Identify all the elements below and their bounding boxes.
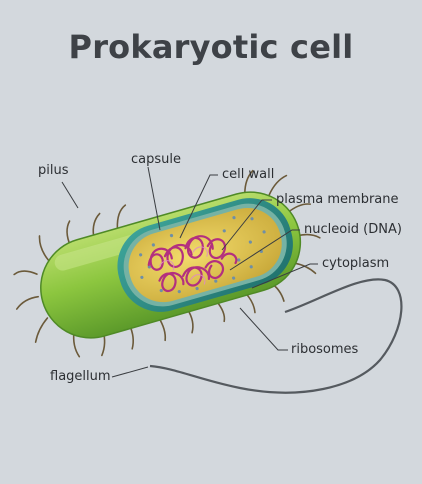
label-nucleoid: nucleoid (DNA) (304, 222, 402, 237)
label-pilus: pilus (38, 163, 69, 178)
label-plasma-membrane: plasma membrane (276, 192, 399, 207)
diagram-title: Prokaryotic cell (68, 28, 354, 66)
label-capsule: capsule (131, 152, 181, 167)
nucleoid-dna (147, 235, 238, 293)
cell-body (13, 169, 321, 358)
ribosome-dots (139, 216, 266, 294)
cytoplasm-region (128, 207, 282, 303)
label-flagellum: flagellum (50, 369, 111, 384)
label-cell-wall: cell wall (222, 167, 275, 182)
flagellum-tail (149, 278, 403, 394)
leader-lines (61, 166, 318, 378)
label-ribosomes: ribosomes (291, 342, 359, 357)
label-cytoplasm: cytoplasm (322, 256, 390, 271)
